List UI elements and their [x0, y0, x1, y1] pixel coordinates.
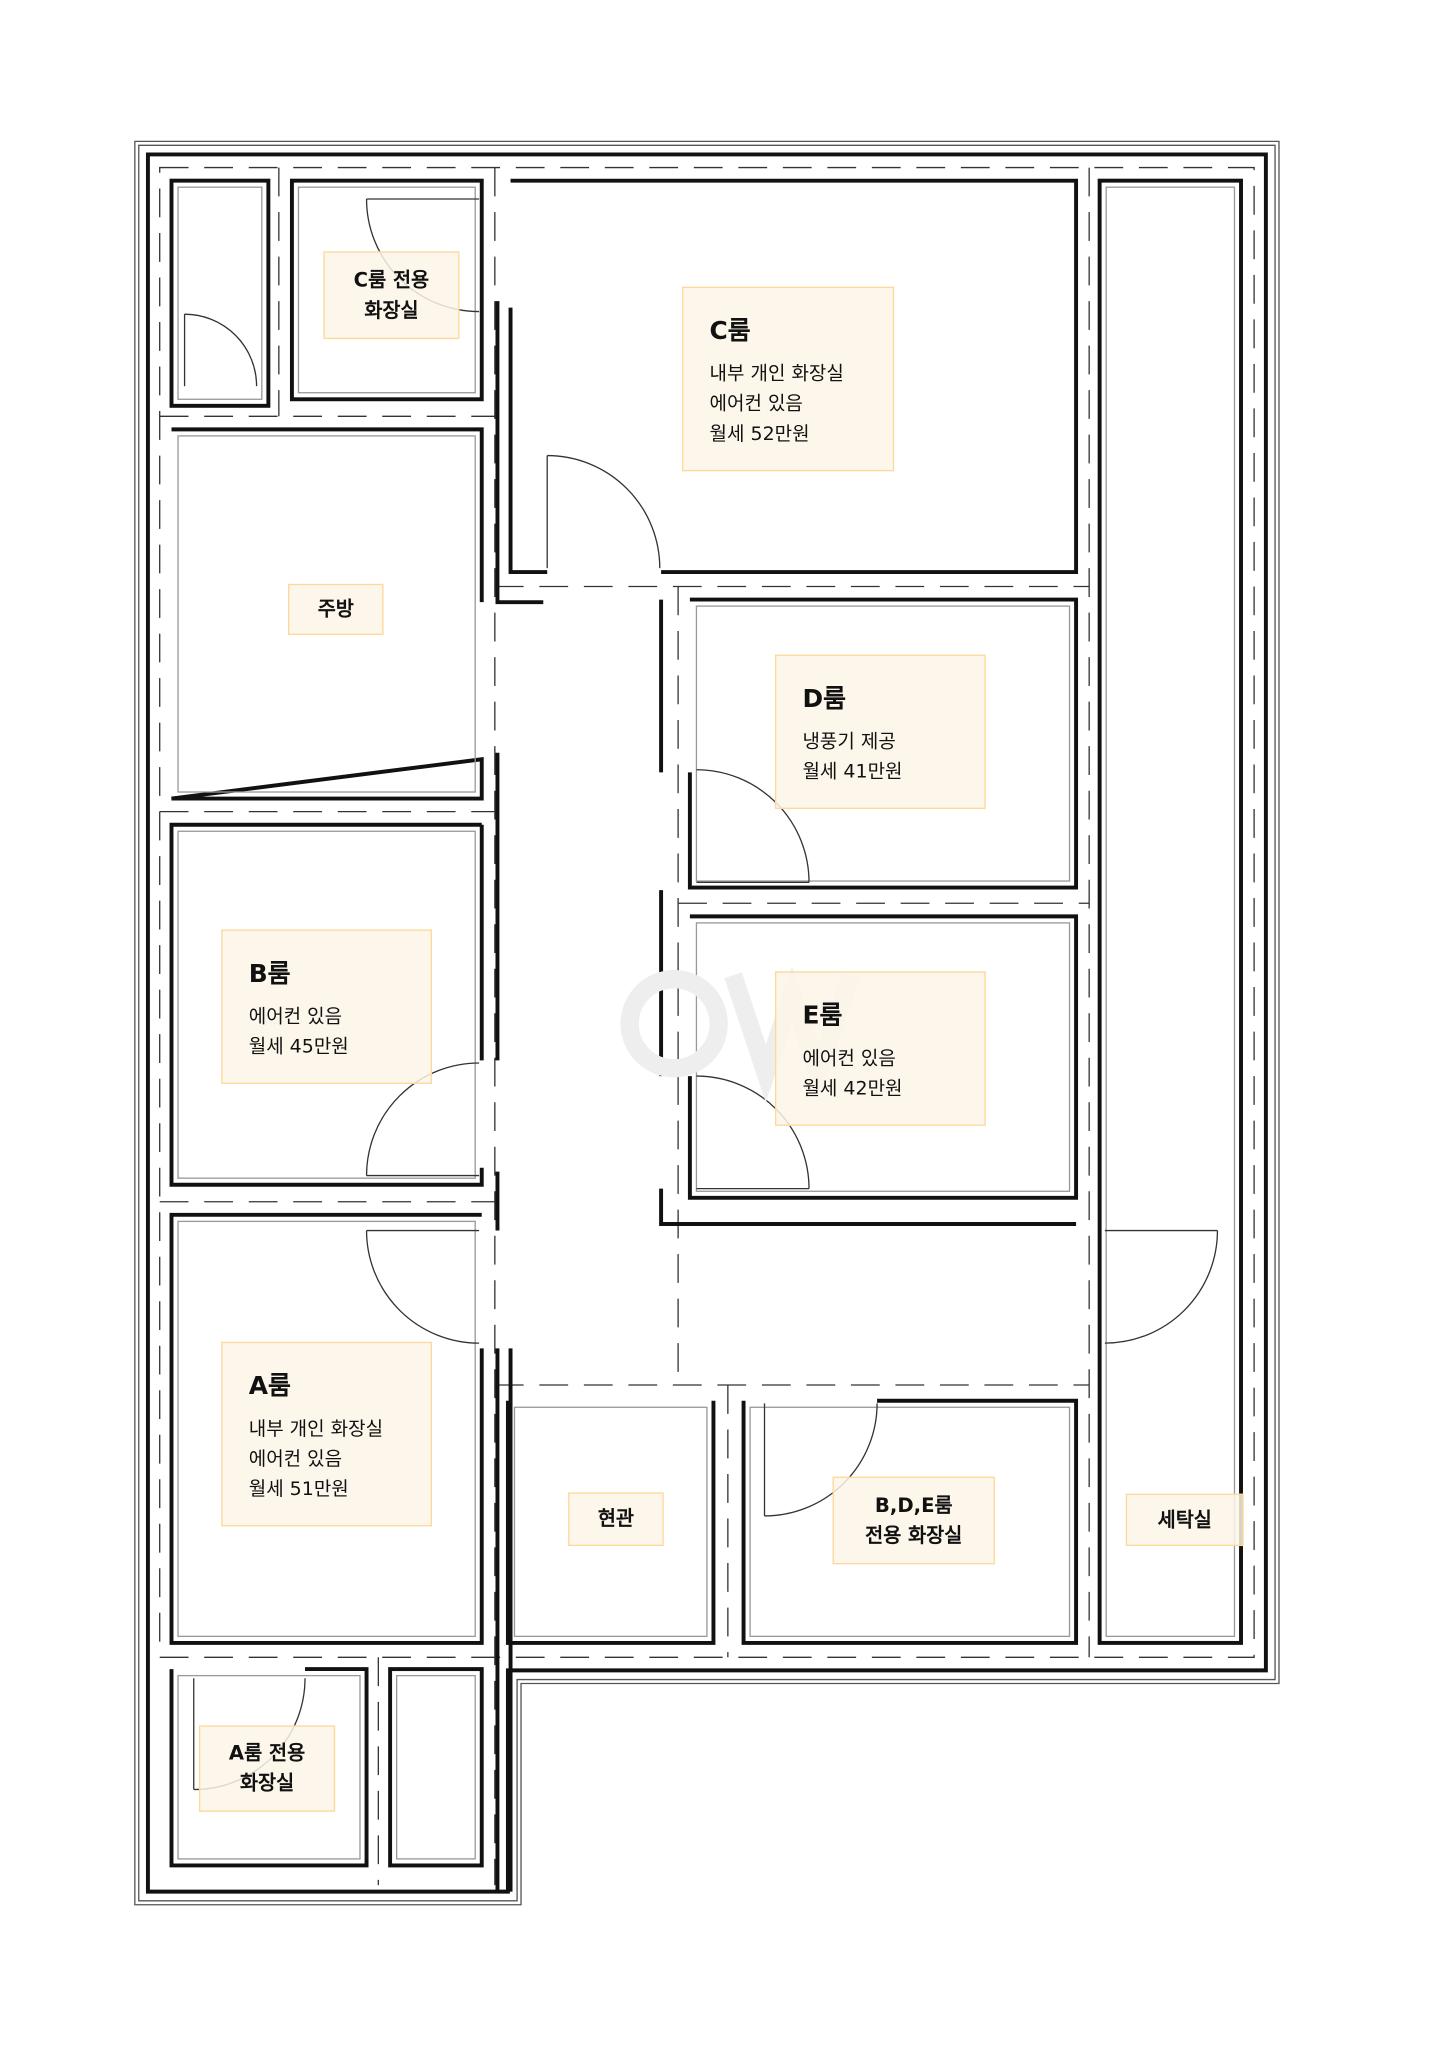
room-detail: 내부 개인 화장실 — [248, 1419, 384, 1440]
centerlines — [159, 166, 1255, 1886]
room-detail: 월세 42만원 — [802, 1078, 903, 1100]
label-bde-toilet: B,D,E룸 전용 화장실 — [832, 1476, 995, 1565]
label-entrance: 현관 — [568, 1492, 664, 1547]
label-line: 화장실 — [239, 1771, 295, 1795]
label-line: 화장실 — [364, 297, 419, 322]
room-detail: 에어컨 있음 — [248, 1006, 343, 1028]
outer-wall — [134, 140, 1280, 1906]
room-detail: 에어컨 있음 — [248, 1449, 343, 1471]
label-laundry: 세탁실 — [1125, 1493, 1244, 1547]
room-title: C룸 — [709, 316, 751, 346]
label-line: 현관 — [597, 1506, 634, 1531]
room-detail: 월세 41만원 — [802, 761, 903, 783]
outer-wall-inner — [145, 152, 1268, 1894]
wall-inner-lines — [177, 186, 1236, 1860]
label-line: 세탁실 — [1157, 1507, 1212, 1531]
room-detail: 에어컨 있음 — [709, 394, 803, 415]
label-line: A룸 전용 — [228, 1741, 306, 1765]
label-c-toilet: C룸 전용 화장실 — [323, 251, 460, 340]
room-title: D룸 — [802, 684, 847, 714]
room-detail: 월세 51만원 — [248, 1479, 349, 1501]
label-line: C룸 전용 — [353, 267, 430, 292]
label-line: 주방 — [317, 596, 354, 621]
room-detail: 내부 개인 화장실 — [709, 363, 844, 385]
label-line: 전용 화장실 — [865, 1523, 963, 1547]
label-room-c: C룸 내부 개인 화장실 에어컨 있음 월세 52만원 — [682, 286, 895, 472]
room-detail: 냉풍기 제공 — [802, 731, 896, 753]
label-line: B,D,E룸 — [874, 1493, 953, 1517]
label-a-toilet: A룸 전용 화장실 — [198, 1725, 336, 1812]
room-detail: 월세 45만원 — [248, 1036, 349, 1058]
label-room-e: E룸 에어컨 있음 월세 42만원 — [774, 971, 986, 1126]
label-room-d: D룸 냉풍기 제공 월세 41만원 — [774, 654, 986, 810]
room-title: E룸 — [802, 1001, 843, 1031]
label-room-a: A룸 내부 개인 화장실 에어컨 있음 월세 51만원 — [221, 1341, 432, 1527]
label-room-b: B룸 에어컨 있음 월세 45만원 — [221, 929, 432, 1084]
room-walls — [169, 178, 1243, 1892]
label-kitchen: 주방 — [287, 583, 384, 635]
room-title: A룸 — [248, 1371, 291, 1401]
room-detail: 월세 52만원 — [709, 424, 810, 446]
room-detail: 에어컨 있음 — [802, 1048, 896, 1070]
room-title: B룸 — [248, 959, 291, 989]
